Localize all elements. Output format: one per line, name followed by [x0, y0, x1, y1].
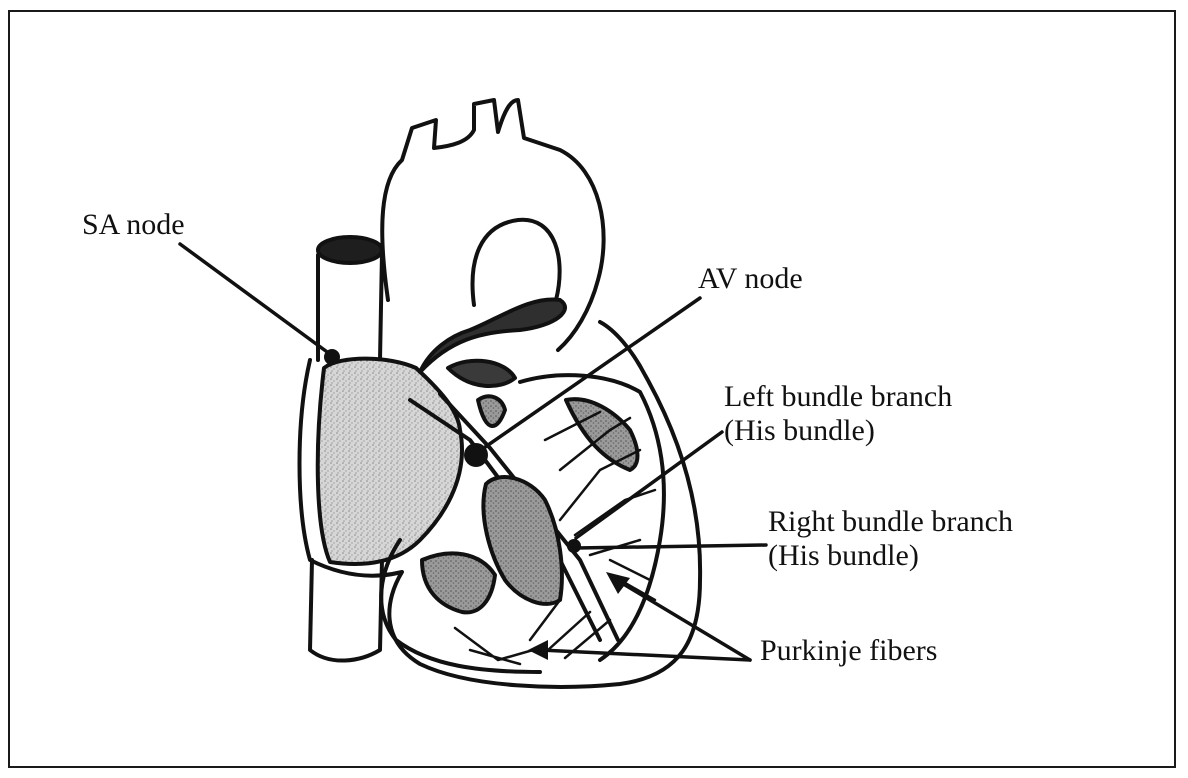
pulmonary-vessel	[448, 361, 515, 386]
papillary-shape	[566, 399, 638, 470]
purkinje-leader-b	[540, 650, 750, 660]
right-atrium	[318, 359, 462, 564]
vena-cava	[318, 253, 382, 360]
purkinje-label: Purkinje fibers	[760, 634, 937, 668]
right-bundle-label: Right bundle branch (His bundle)	[768, 505, 1013, 573]
right-bundle-dot	[567, 539, 581, 553]
av-node-label: AV node	[698, 262, 803, 296]
right-bundle-label-line1: Right bundle branch	[768, 505, 1013, 539]
lower-chamber	[422, 553, 495, 612]
sa-node-leader	[180, 244, 334, 357]
vena-cava-top	[318, 237, 382, 263]
aorta	[382, 100, 603, 350]
sa-node-label: SA node	[82, 208, 185, 242]
aorta-inner	[473, 220, 560, 305]
purkinje-arrowhead-b	[528, 640, 548, 660]
left-bundle-label-line2: (His bundle)	[724, 414, 952, 448]
av-region-shape	[478, 396, 505, 426]
left-bundle-label-line1: Left bundle branch	[724, 380, 952, 414]
right-bundle-label-line2: (His bundle)	[768, 539, 1013, 573]
left-bundle-label: Left bundle branch (His bundle)	[724, 380, 952, 448]
right-bundle-leader	[576, 545, 766, 548]
